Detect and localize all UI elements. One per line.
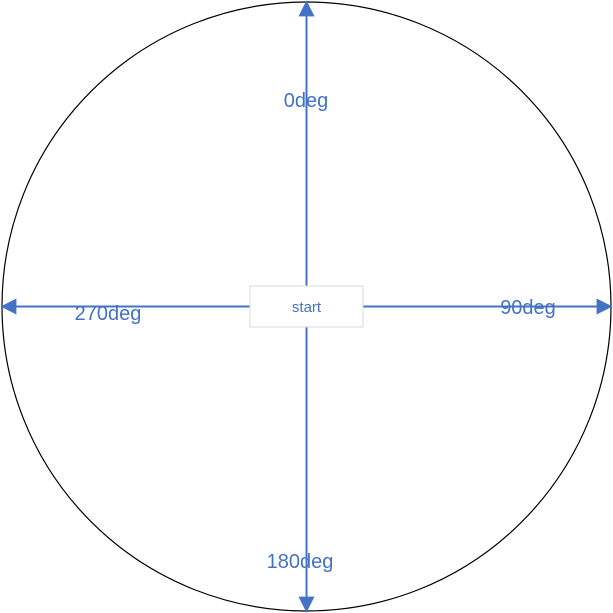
label-0deg: 0deg xyxy=(284,90,329,112)
start-box xyxy=(249,285,364,328)
label-180deg: 180deg xyxy=(267,551,334,573)
label-90deg: 90deg xyxy=(500,297,556,319)
start-label: start xyxy=(292,299,322,316)
label-270deg: 270deg xyxy=(75,303,142,325)
